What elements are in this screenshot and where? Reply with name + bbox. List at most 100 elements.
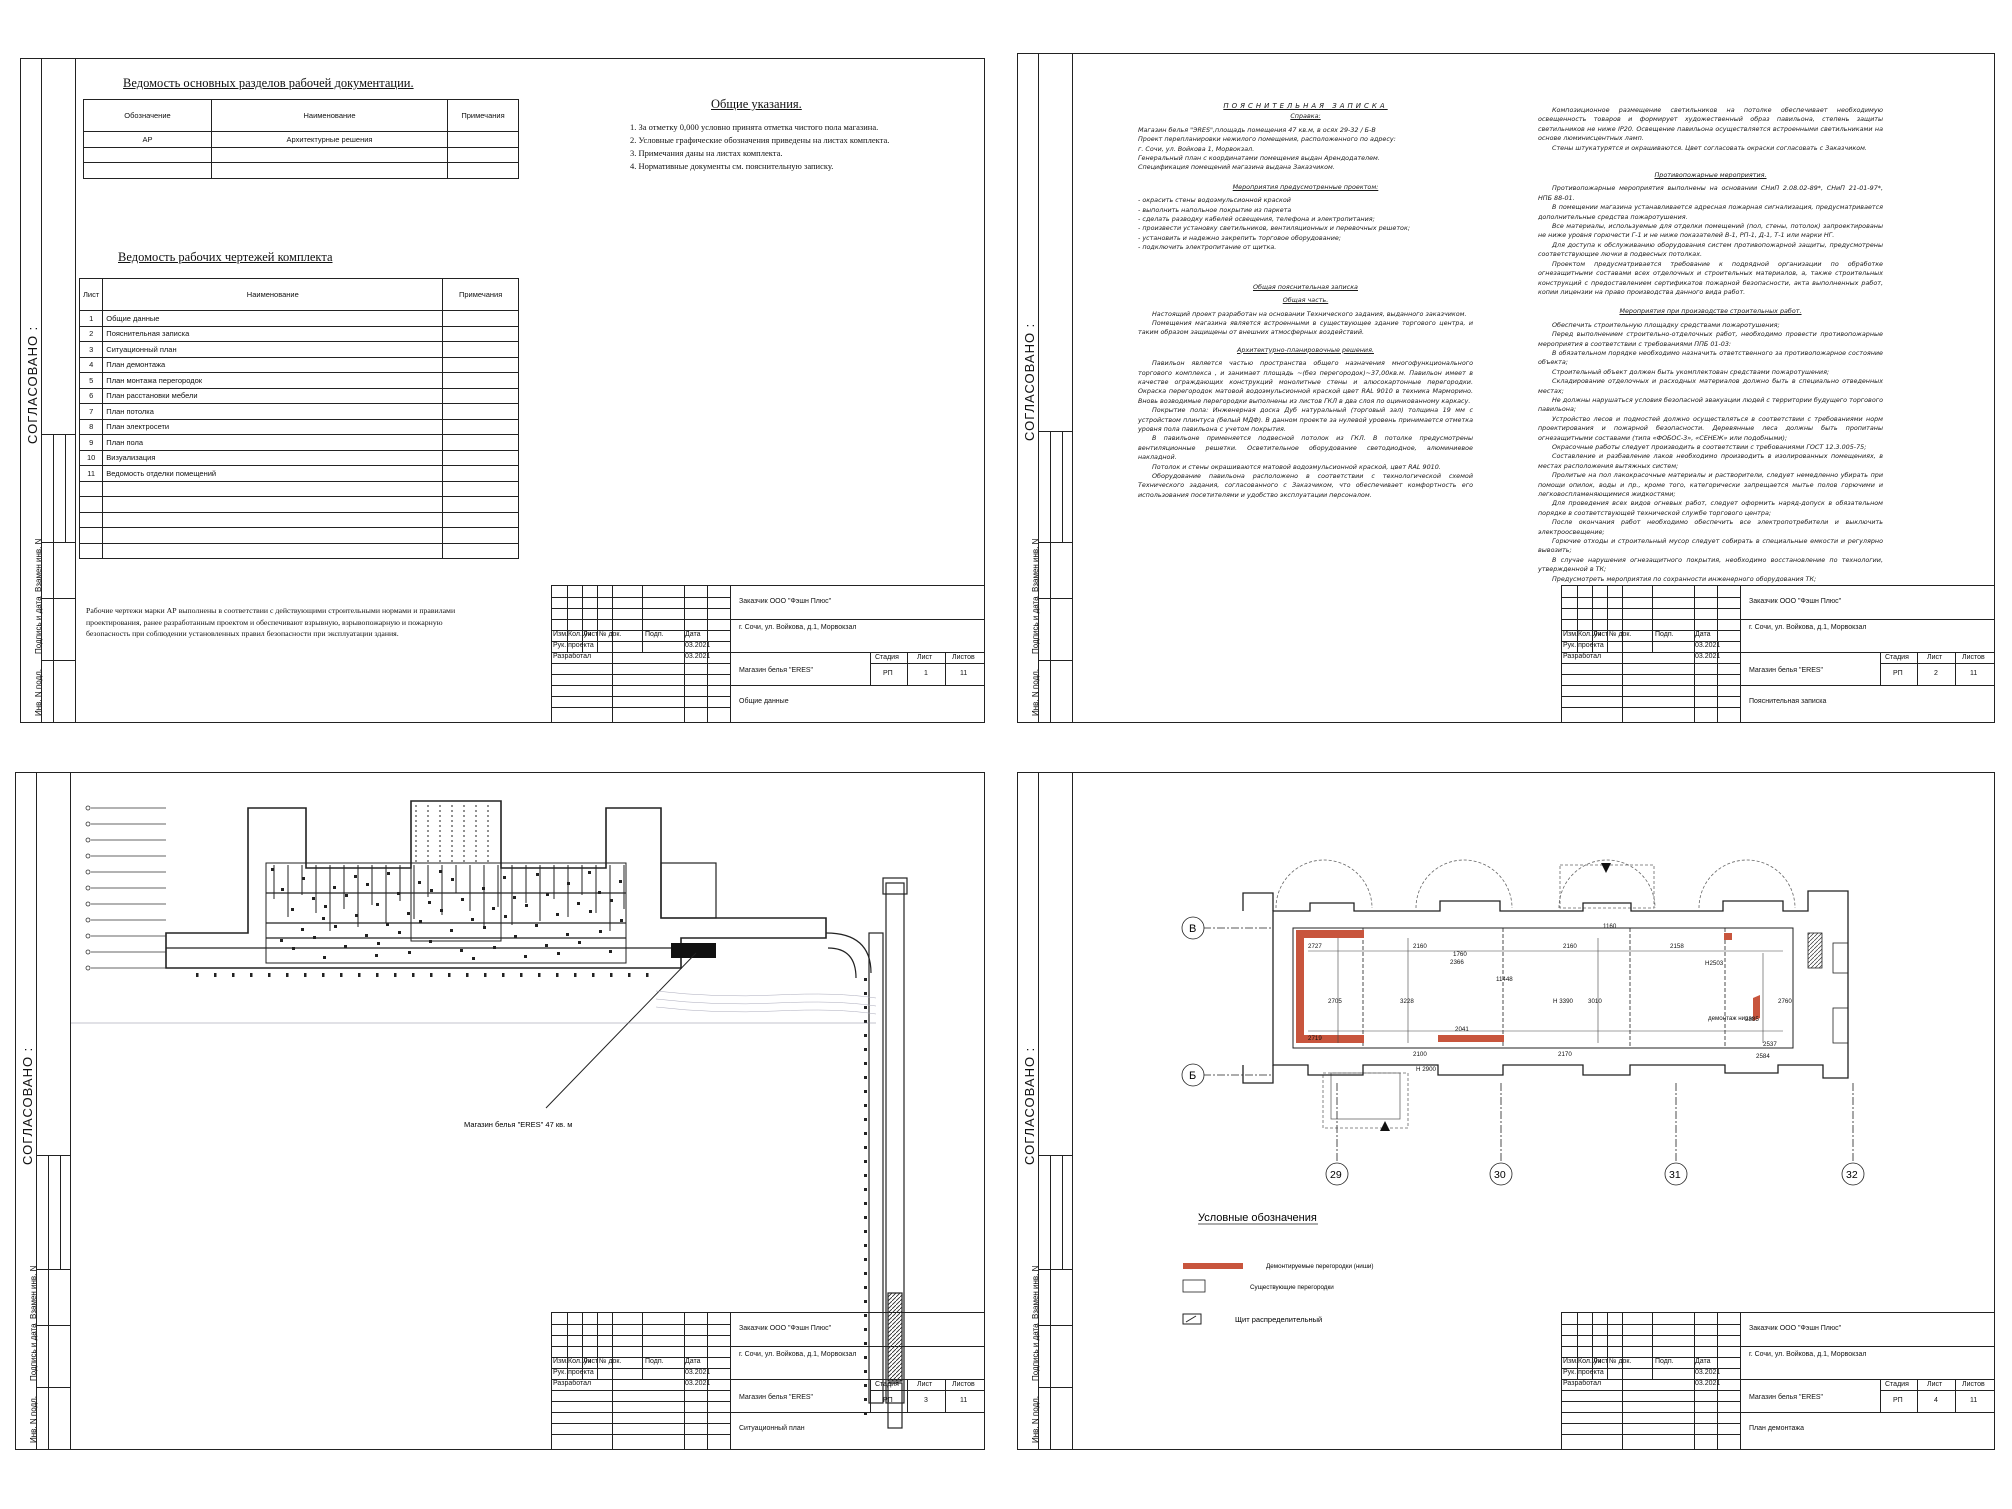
agreed-label: СОГЛАСОВАНО : (1022, 322, 1037, 441)
axis-row-v: В (1189, 923, 1196, 935)
table-row: 11 Ведомость отделки помещений (78, 465, 519, 482)
tb-header-cell: Кол. уч (568, 631, 591, 638)
note-right-column: Композиционное размещение светильников н… (1538, 106, 1883, 584)
tb-col-total: Листов (952, 1381, 975, 1388)
general-note-title: Общая пояснительная записка (1253, 282, 1358, 291)
agreed-box (1038, 431, 1073, 542)
tb-total: 11 (960, 670, 968, 677)
tb-role-dev: Разработал (553, 653, 592, 660)
tb-customer: Заказчик ООО "Фэшн Плюс" (739, 598, 832, 605)
dim-2537: 2537 (1763, 1041, 1777, 1048)
store-callout: Магазин белья "ERES" 47 кв. м (464, 1120, 572, 1129)
tb-header-cell: Дата (1695, 631, 1711, 638)
sections-title: Ведомость основных разделов рабочей доку… (123, 76, 414, 90)
paragraph: Проектом предусматривается требование к … (1538, 259, 1883, 296)
tb-header-cell: Изм. (1563, 631, 1578, 638)
row-no: 8 (78, 418, 104, 435)
tb-date: 03.2021 (685, 1369, 711, 1376)
strip-cell-label: Инв. N подл. (34, 668, 43, 716)
agreed-label: СОГЛАСОВАНО : (25, 325, 40, 444)
tb-header-cell: Дата (1695, 1358, 1711, 1365)
section-code: АР (83, 131, 212, 148)
sheet-site-plan: СОГЛАСОВАНО : Инв. N подл. Подпись и дат… (15, 772, 985, 1450)
paragraph: - окрасить стены водоэмульсионной краско… (1138, 196, 1291, 205)
tb-sheet-name: Общие данные (739, 698, 789, 705)
agreed-box (36, 1155, 71, 1269)
drawings-title: Ведомость рабочих чертежей комплекта (118, 250, 333, 264)
row-no: 11 (78, 465, 104, 482)
paragraph: Перед выполнением строительно-отделочных… (1538, 330, 1883, 348)
legend-existing: Существующие перегородки (1250, 1284, 1334, 1291)
statement-text: Рабочие чертежи марки АР выполнены в соо… (86, 606, 456, 638)
strip-cell-label: Инв. N подл. (1031, 668, 1040, 716)
strip-cell-replace: Взамен инв. N (1031, 539, 1073, 598)
tb-header-cell: Лист (1593, 631, 1609, 638)
section-marker-top (1601, 863, 1611, 873)
strip-cell-inv: Инв. N подл. (1031, 1387, 1073, 1449)
tb-col-stage: Стадия (875, 1381, 899, 1388)
tb-header-cell: Кол. уч (1578, 1358, 1601, 1365)
paragraph: Павильон является частью пространства об… (1138, 359, 1473, 405)
strip-cell-inv: Инв. N подл. (1031, 660, 1073, 722)
paragraph: Помещения магазина является встроенными … (1138, 318, 1473, 337)
arch-title: Архитектурно-планировочные решения. (1237, 345, 1374, 354)
general-item: 3. Примечания даны на листах комплекта. (630, 148, 783, 158)
tb-header-cell: Лист (583, 631, 599, 638)
tb-header-cell: Подп. (645, 1358, 664, 1365)
strip-cell-label: Взамен инв. N (34, 538, 43, 592)
tb-header-cell: № док. (1609, 631, 1632, 638)
dim-2705: 2705 (1328, 998, 1342, 1005)
table-row: 4 План демонтажа (78, 356, 519, 373)
sheet-general-data: СОГЛАСОВАНО : Инв. N подл. Подпись и дат… (20, 58, 985, 723)
paragraph: Потолок и стены окрашиваются матовой вод… (1152, 462, 1441, 471)
tb-sheet-name: План демонтажа (1749, 1425, 1804, 1432)
tb-col-sheet: Лист (1927, 654, 1943, 661)
tb-date: 03.2021 (685, 653, 711, 660)
strip-divider (1038, 54, 1039, 722)
strip-cell-sign: Подпись и дата (34, 596, 76, 660)
shoreline (71, 990, 877, 1024)
dim-1160: 1160 (1603, 923, 1617, 930)
tb-header-cell: Кол. уч (568, 1358, 591, 1365)
table-row: 6 План расстановки мебели (78, 387, 519, 404)
col-name: Наименование (102, 278, 444, 311)
dim-11448: 11448 (1496, 976, 1513, 983)
axis-col-29: 29 (1330, 1169, 1342, 1181)
paragraph: Генеральный план с координатами помещени… (1138, 154, 1380, 163)
tb-date: 03.2021 (685, 642, 711, 649)
table-row: 7 План потолка (78, 403, 519, 420)
sections-table: Обозначение Наименование Примечания АР А… (83, 99, 519, 179)
section-note (447, 131, 519, 148)
general-title: Общие указания. (711, 97, 802, 111)
dim-2170: 2170 (1558, 1051, 1572, 1058)
drawings-table: Лист Наименование Примечания 1 Общие дан… (78, 278, 519, 559)
table-row: 1 Общие данные (78, 310, 519, 327)
row-name: План монтажа перегородок (102, 372, 444, 389)
measures-title: Мероприятия предусмотренные проектом: (1232, 182, 1379, 191)
legend-demolish: Демонтируемые перегородки (ниши) (1266, 1263, 1374, 1270)
tb-stage: РП (1893, 1397, 1903, 1404)
strip-cell-label: Взамен инв. N (1031, 538, 1040, 592)
agreed-box (41, 434, 76, 542)
sheet-explanatory-note: СОГЛАСОВАНО : Инв. N подл. Подпись и дат… (1017, 53, 1995, 723)
fire-title: Противопожарные мероприятия. (1654, 171, 1767, 180)
paragraph: Устройство лесов и подмостей должно осущ… (1538, 414, 1883, 442)
tb-role-dev: Разработал (1563, 1380, 1602, 1387)
note-left-column: ПОЯСНИТЕЛЬНАЯ ЗАПИСКА Справка: Магазин б… (1138, 102, 1473, 500)
walls (1242, 890, 1849, 1084)
column-axes (1325, 1083, 1865, 1186)
tb-header-cell: Дата (685, 631, 701, 638)
section-name: Архитектурные решения (211, 131, 448, 148)
dim-2160a: 2160 (1413, 943, 1427, 950)
strip-cell-sign: Подпись и дата (1031, 1323, 1073, 1387)
tb-col-sheet: Лист (917, 654, 933, 661)
axis-col-32: 32 (1846, 1169, 1858, 1181)
dim-3228: 3228 (1400, 998, 1414, 1005)
paragraph: Магазин белья "ЭRES",площадь помещения 4… (1138, 125, 1376, 134)
tb-object: Магазин белья "ERES" (1749, 667, 1824, 674)
tb-total: 11 (1970, 1397, 1978, 1404)
row-name: Пояснительная записка (102, 325, 444, 342)
strip-cell-inv: Инв. N подл. (29, 1387, 71, 1449)
row-no: 10 (78, 449, 104, 466)
